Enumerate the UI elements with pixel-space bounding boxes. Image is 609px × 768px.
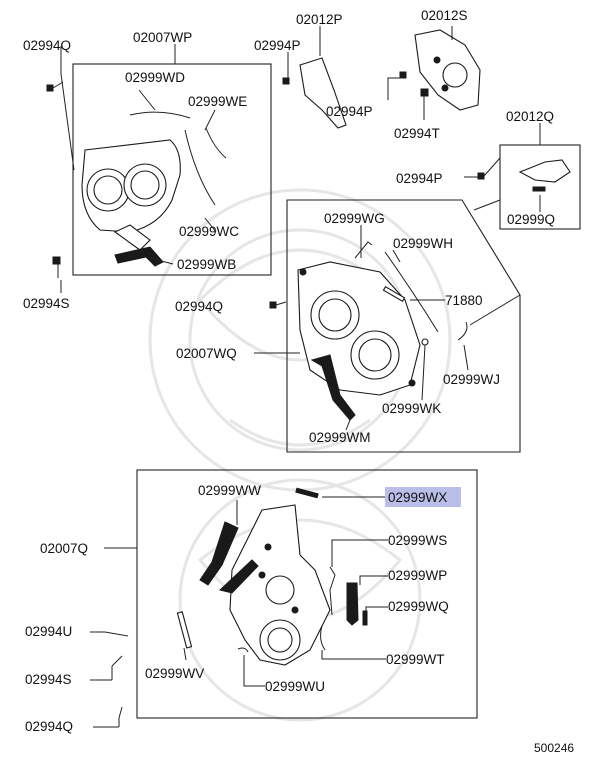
label-02999wv[interactable]: 02999WV [145,666,204,681]
label-02999ww[interactable]: 02999WW [198,483,261,498]
lower-timing-cover-part[interactable] [229,504,331,666]
label-02999wk[interactable]: 02999WK [382,401,441,416]
bolt-02994q-mid[interactable] [269,301,287,309]
group-box-02007wq [286,199,521,453]
label-02994s-bottom[interactable]: 02994S [25,672,72,687]
upper-timing-cover-part[interactable] [81,139,181,251]
bolt-02994p-a[interactable] [282,52,290,85]
label-02999q[interactable]: 02999Q [507,212,555,227]
bracket-02012s-part[interactable] [414,29,481,111]
bolt-02994u[interactable] [104,631,129,637]
label-02999wx[interactable]: 02999WX [388,490,447,505]
label-02999wh[interactable]: 02999WH [393,236,453,251]
label-02999wp[interactable]: 02999WP [388,568,447,583]
label-02012q[interactable]: 02012Q [506,109,554,124]
bolt-02994s-top[interactable] [52,256,61,278]
highlight-box [385,487,461,507]
label-02994p-b[interactable]: 02994P [326,104,373,119]
gasket-02999q-part[interactable] [532,186,546,192]
label-02999wt[interactable]: 02999WT [386,652,445,667]
middle-timing-cover-part[interactable] [297,261,421,396]
label-71880[interactable]: 71880 [445,293,483,308]
label-02999we[interactable]: 02999WE [188,94,247,109]
label-02994s-top[interactable]: 02994S [23,296,70,311]
diagram-id: 500246 [534,741,574,755]
label-02994q-mid[interactable]: 02994Q [175,299,223,314]
bracket-02012p-part[interactable] [299,57,347,129]
label-02007q[interactable]: 02007Q [40,541,88,556]
label-02999wc[interactable]: 02999WC [179,224,239,239]
label-02999wd[interactable]: 02999WD [125,70,185,85]
label-02999ws[interactable]: 02999WS [388,533,447,548]
label-02012p[interactable]: 02012P [296,12,343,27]
label-02012s[interactable]: 02012S [421,8,468,23]
label-02007wp[interactable]: 02007WP [133,30,192,45]
label-02994t[interactable]: 02994T [394,126,440,141]
label-02999wq[interactable]: 02999WQ [388,599,449,614]
label-02994p-a[interactable]: 02994P [254,38,301,53]
bracket-02012q-part[interactable] [518,159,571,183]
label-02999wu[interactable]: 02999WU [265,679,325,694]
label-02999wg[interactable]: 02999WG [324,211,385,226]
label-02994u[interactable]: 02994U [25,624,72,639]
group-box-02007wp [72,63,272,276]
label-02007wq[interactable]: 02007WQ [176,346,237,361]
bolt-02994q-top[interactable] [46,81,64,92]
label-02994p-c[interactable]: 02994P [396,171,443,186]
group-box-02007q [136,469,478,719]
bolt-02994p-c[interactable] [464,172,485,180]
label-02994q-bottom[interactable]: 02994Q [25,719,73,734]
label-02999wj[interactable]: 02999WJ [443,372,500,387]
label-02994q-top[interactable]: 02994Q [23,38,71,53]
bolt-02994s-bottom[interactable] [90,655,123,681]
bolt-02994p-b[interactable] [387,71,407,100]
label-02999wm[interactable]: 02999WM [309,430,371,445]
bolt-02994q-bottom[interactable] [93,706,123,728]
bolt-02994t[interactable] [420,88,429,120]
label-02999wb[interactable]: 02999WB [177,257,236,272]
